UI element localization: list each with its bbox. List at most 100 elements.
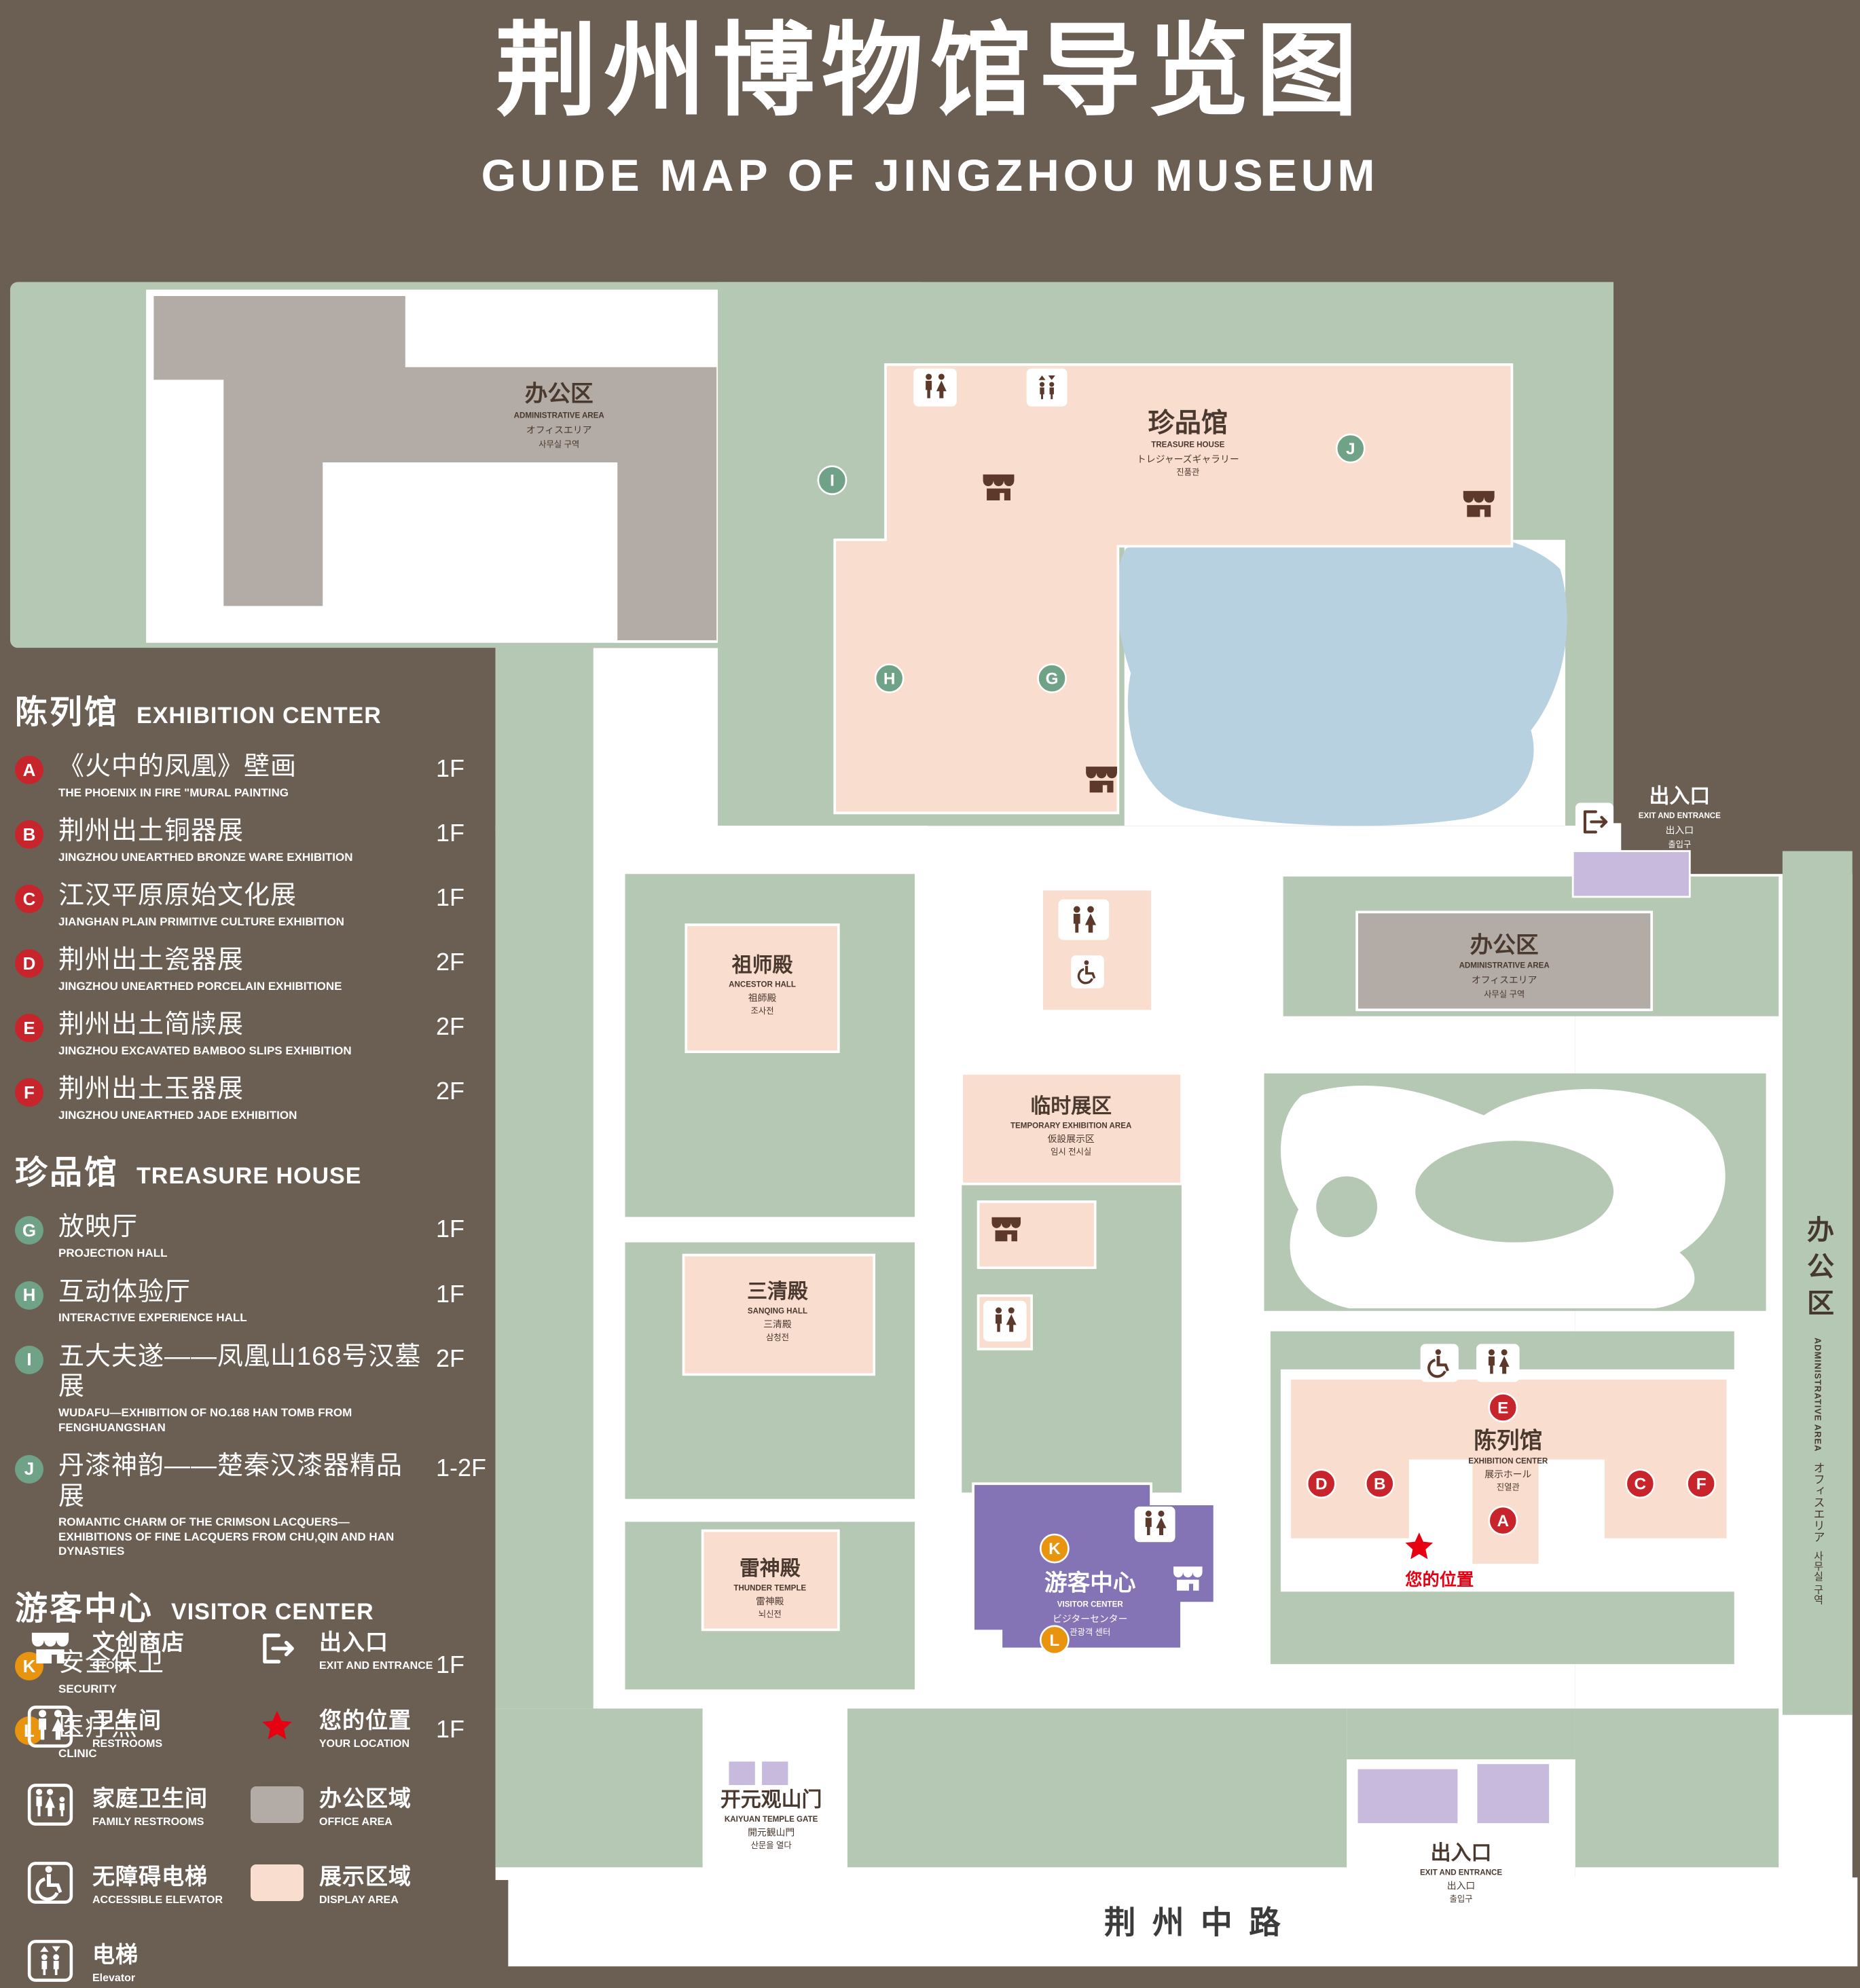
symbol-en: ACCESSIBLE ELEVATOR (92, 1894, 223, 1906)
item-floor: 1F (436, 883, 465, 912)
symbol-restrooms: 卫生间 RESTROOMS (18, 1702, 239, 1750)
item-zh: 《火中的凤凰》壁画 (58, 752, 297, 781)
accessible-elevator-icon (27, 1861, 73, 1904)
svg-text:祖师殿: 祖师殿 (732, 954, 793, 976)
symbol-en: EXIT AND ENTRANCE (319, 1660, 433, 1672)
svg-text:사무실 구역: 사무실 구역 (1484, 990, 1525, 999)
treasure-house-label: 珍品馆 TREASURE HOUSE トレジャーズギャラリー 진품관 (1137, 408, 1239, 477)
svg-text:임시 전시실: 임시 전시실 (1051, 1147, 1091, 1157)
symbol-en: YOUR LOCATION (319, 1738, 410, 1750)
svg-text:E: E (1497, 1399, 1508, 1417)
svg-text:KAIYUAN TEMPLE GATE: KAIYUAN TEMPLE GATE (725, 1816, 818, 1824)
map-marker-E: E (1488, 1393, 1518, 1422)
gate-kiosk-2 (760, 1759, 790, 1787)
store-icon (29, 1627, 71, 1670)
symbol-zh: 家庭卫生间 (92, 1786, 208, 1811)
legend-item-A: A 《火中的凤凰》壁画 THE PHOENIX IN FIRE "MURAL P… (15, 752, 494, 800)
legend-item-B: B 荆州出土铜器展 JINGZHOU UNEARTHED BRONZE WARE… (15, 816, 494, 864)
section-heading-en: VISITOR CENTER (171, 1599, 374, 1625)
svg-text:뇌신전: 뇌신전 (759, 1610, 782, 1619)
legend-item-C: C 江汉平原原始文化展 JIANGHAN PLAIN PRIMITIVE CUL… (15, 881, 494, 929)
legend-item-G: G 放映厅 PROJECTION HALL 1F (15, 1212, 494, 1260)
restrooms-icon (913, 368, 957, 407)
svg-text:D: D (1315, 1475, 1328, 1494)
svg-text:H: H (883, 670, 896, 688)
item-zh: 荆州出土瓷器展 (58, 946, 244, 975)
symbol-elevator: 电梯 Elevator (18, 1936, 239, 1985)
symbol-en: FAMILY RESTROOMS (92, 1816, 204, 1828)
item-en: JINGZHOU EXCAVATED BAMBOO SLIPS EXHIBITI… (58, 1044, 352, 1058)
svg-text:出入口: 出入口 (1431, 1842, 1492, 1864)
map-marker-F: F (1686, 1469, 1717, 1499)
svg-text:展示ホール: 展示ホール (1484, 1469, 1531, 1479)
symbol-zh: 您的位置 (319, 1708, 412, 1733)
svg-text:出入口: 出入口 (1447, 1880, 1475, 1891)
item-en: JINGZHOU UNEARTHED BRONZE WARE EXHIBITIO… (58, 850, 353, 864)
restrooms-icon (1134, 1506, 1175, 1543)
map-marker-I: I (817, 465, 847, 496)
svg-text:出入口: 出入口 (1666, 824, 1694, 835)
building-temporary-exhibition (960, 1072, 1183, 1185)
legend-item-K: K 安全保卫 SECURITY 1F (15, 1648, 494, 1696)
item-floor: 2F (436, 948, 465, 976)
legend-section-treasure-house: 珍品馆 TREASURE HOUSE (15, 1145, 494, 1193)
symbol-zh: 出入口 (319, 1630, 388, 1655)
admin-right-en: ADMINISTRATIVE AREA (1812, 1338, 1823, 1452)
admin-top-label: 办公区 ADMINISTRATIVE AREA オフィスエリア 사무실 구역 (514, 381, 605, 449)
symbol-exit: 出入口 EXIT AND ENTRANCE (244, 1624, 496, 1672)
display-area-swatch (251, 1864, 304, 1901)
svg-text:ビジターセンター: ビジターセンター (1053, 1613, 1127, 1624)
admin-right-zh: 办公区 (1803, 1215, 1833, 1325)
symbol-zh: 办公区域 (319, 1786, 412, 1811)
item-en: CLINIC (58, 1747, 97, 1761)
item-floor: 1F (436, 1715, 465, 1744)
svg-text:관광객 센터: 관광객 센터 (1070, 1627, 1110, 1637)
item-en: ROMANTIC CHARM OF THE CRIMSON LACQUERS—E… (58, 1515, 395, 1558)
green-band-south-1 (495, 1708, 703, 1868)
symbol-accessible-elevator: 无障碍电梯 ACCESSIBLE ELEVATOR (18, 1858, 239, 1907)
legend-panel: 陈列馆 EXHIBITION CENTER A 《火中的凤凰》壁画 THE PH… (15, 662, 494, 1777)
building-sanqing-hall (682, 1253, 876, 1376)
map-marker-G: G (1037, 663, 1067, 693)
symbol-zh: 无障碍电梯 (92, 1864, 208, 1889)
item-floor: 1F (436, 1279, 465, 1308)
marker-badge: E (15, 1014, 43, 1043)
green-band-south-3 (1347, 1708, 1575, 1760)
item-en: JINGZHOU UNEARTHED JADE EXHIBITION (58, 1109, 297, 1122)
symbol-office-area: 办公区域 OFFICE AREA (244, 1780, 496, 1828)
kaiyuan-gate-label: 开元观山门 KAIYUAN TEMPLE GATE 開元観山門 산문을 열다 (721, 1788, 822, 1850)
temporary-exhibition-label: 临时展区 TEMPORARY EXHIBITION AREA 仮設展示区 임시 … (1010, 1094, 1132, 1157)
marker-badge: D (15, 949, 43, 978)
legend-item-E: E 荆州出土简牍展 JINGZHOU EXCAVATED BAMBOO SLIP… (15, 1010, 494, 1058)
legend-item-H: H 互动体验厅 INTERACTIVE EXPERIENCE HALL 1F (15, 1277, 494, 1325)
map-marker-B: B (1364, 1469, 1395, 1499)
svg-text:办公区: 办公区 (525, 381, 594, 407)
svg-text:ADMINISTRATIVE AREA: ADMINISTRATIVE AREA (1459, 962, 1550, 970)
svg-text:三清殿: 三清殿 (747, 1281, 808, 1303)
svg-text:G: G (1046, 670, 1059, 688)
building-admin-mid (1355, 910, 1654, 1012)
symbol-zh: 电梯 (92, 1942, 139, 1967)
admin-right-ko: 사무실 구역 (1812, 1550, 1824, 1604)
ancestor-hall-label: 祖师殿 ANCESTOR HALL 祖師殿 조사전 (729, 954, 796, 1016)
legend-item-I: I 五大夫遂——凤凰山168号汉墓展 WUDAFU—EXHIBITION OF … (15, 1342, 494, 1435)
item-zh: 放映厅 (58, 1213, 139, 1242)
section-heading-zh: 陈列馆 (15, 695, 120, 731)
building-admin-top (151, 293, 719, 643)
page-subtitle: GUIDE MAP OF JINGZHOU MUSEUM (481, 149, 1379, 200)
accessible-icon (1071, 955, 1104, 989)
svg-text:游客中心: 游客中心 (1044, 1569, 1136, 1596)
marker-badge: J (15, 1454, 43, 1484)
accessible-elevator-icon (1420, 1344, 1459, 1382)
restrooms-icon (983, 1300, 1027, 1342)
svg-text:办公区: 办公区 (1470, 932, 1539, 958)
visitor-center-label: 游客中心 VISITOR CENTER ビジターセンター 관광객 센터 (1044, 1569, 1136, 1636)
marker-badge: G (15, 1216, 43, 1245)
marker-badge: I (15, 1345, 43, 1374)
building-thunder-temple (701, 1529, 840, 1632)
svg-text:临时展区: 临时展区 (1030, 1094, 1112, 1118)
svg-text:THUNDER TEMPLE: THUNDER TEMPLE (733, 1584, 806, 1592)
svg-text:VISITOR CENTER: VISITOR CENTER (1057, 1601, 1124, 1609)
svg-text:진품관: 진품관 (1176, 468, 1199, 477)
legend-item-J: J 丹漆神韵——楚秦汉漆器精品展 ROMANTIC CHARM OF THE C… (15, 1451, 494, 1558)
